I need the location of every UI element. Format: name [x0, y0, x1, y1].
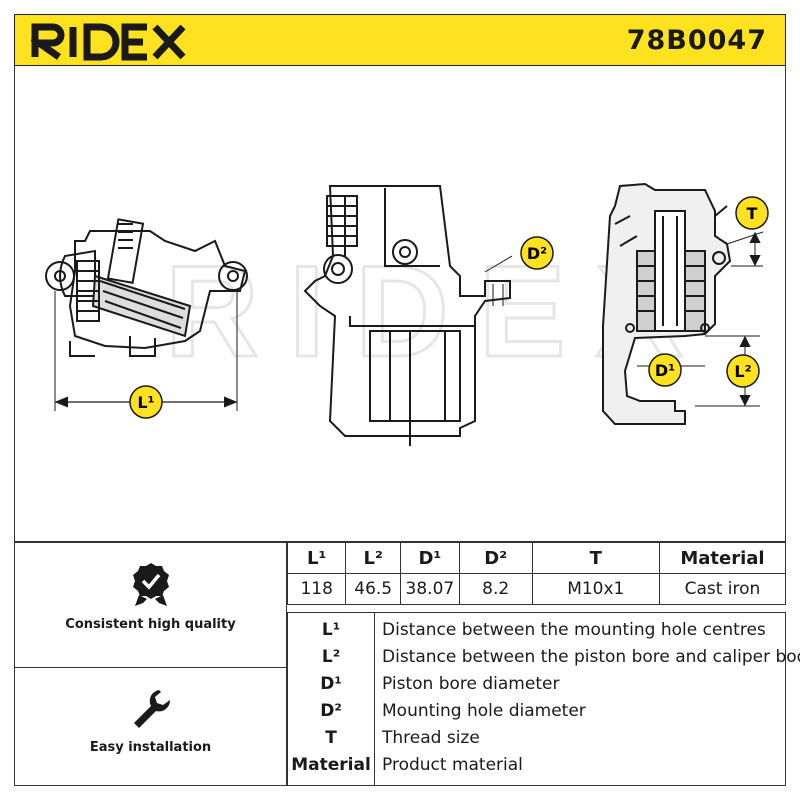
caliper-drawing: RIDEX [45, 182, 769, 446]
legend-description: Product material [382, 755, 523, 775]
spec-value-material: Cast iron [658, 573, 787, 605]
spec-header-l2: L² [345, 542, 401, 574]
wrench-icon [133, 690, 170, 728]
legend-symbol: L¹ [321, 620, 341, 640]
callout-d2: D² [527, 244, 547, 263]
spec-header-l1: L¹ [286, 542, 347, 574]
spec-table-header-row: L¹ L² D¹ D² T Material [286, 542, 787, 574]
quality-badge-icon [132, 563, 169, 606]
ridex-logo [31, 23, 186, 61]
legend-symbol: L² [321, 647, 341, 667]
legend-symbol: Material [291, 755, 371, 775]
spec-value-d1: 38.07 [399, 573, 460, 605]
spec-header-d1: D¹ [399, 542, 460, 574]
technical-drawing: RIDEX [14, 66, 786, 542]
spec-table: L¹ L² D¹ D² T Material 118 46.5 38.07 8.… [286, 542, 787, 605]
callout-l1: L¹ [137, 393, 154, 412]
part-number: 78B0047 [626, 25, 767, 56]
caliper-side-view [45, 218, 248, 357]
feature-quality-label: Consistent high quality [65, 617, 236, 632]
legend-row: L² Distance between the piston bore and … [288, 644, 800, 670]
spec-value-l1: 118 [286, 573, 347, 605]
spec-value-t: M10x1 [531, 573, 660, 605]
watermark-text: RIDEX [165, 238, 712, 384]
caliper-section-view [602, 182, 732, 425]
legend-row: D¹ Piston bore diameter [288, 671, 785, 697]
legend-description: Distance between the piston bore and cal… [382, 647, 800, 667]
legend-row: D² Mounting hole diameter [288, 698, 785, 724]
legend-panel: L¹ Distance between the mounting hole ce… [287, 612, 800, 786]
callout-d1: D¹ [655, 361, 675, 380]
legend-description: Distance between the mounting hole centr… [382, 620, 766, 640]
spec-table-value-row: 118 46.5 38.07 8.2 M10x1 Cast iron [286, 573, 787, 605]
legend-symbol: D² [320, 701, 342, 721]
legend-symbol: D¹ [320, 674, 342, 694]
features-panel: Consistent high quality Easy installatio… [14, 542, 287, 786]
legend-description: Mounting hole diameter [382, 701, 586, 721]
legend-description: Piston bore diameter [382, 674, 560, 694]
legend-symbol: T [325, 728, 337, 748]
legend-row: Material Product material [288, 752, 785, 778]
header-bar: 78B0047 [14, 14, 786, 66]
feature-quality: Consistent high quality [15, 561, 286, 663]
callout-t: T [747, 204, 758, 223]
feature-installation-label: Easy installation [89, 740, 212, 755]
caliper-front-view [303, 185, 511, 446]
legend-description: Thread size [382, 728, 480, 748]
specs-section: Consistent high quality Easy installatio… [14, 542, 800, 786]
spec-value-l2: 46.5 [345, 573, 401, 605]
legend-row: L¹ Distance between the mounting hole ce… [288, 617, 785, 643]
spec-header-d2: D² [458, 542, 533, 574]
spec-header-t: T [531, 542, 660, 574]
legend-row: T Thread size [288, 725, 785, 751]
spec-value-d2: 8.2 [458, 573, 533, 605]
spec-header-material: Material [658, 542, 787, 574]
feature-installation: Easy installation [15, 667, 286, 784]
callout-l2: L² [734, 362, 751, 381]
